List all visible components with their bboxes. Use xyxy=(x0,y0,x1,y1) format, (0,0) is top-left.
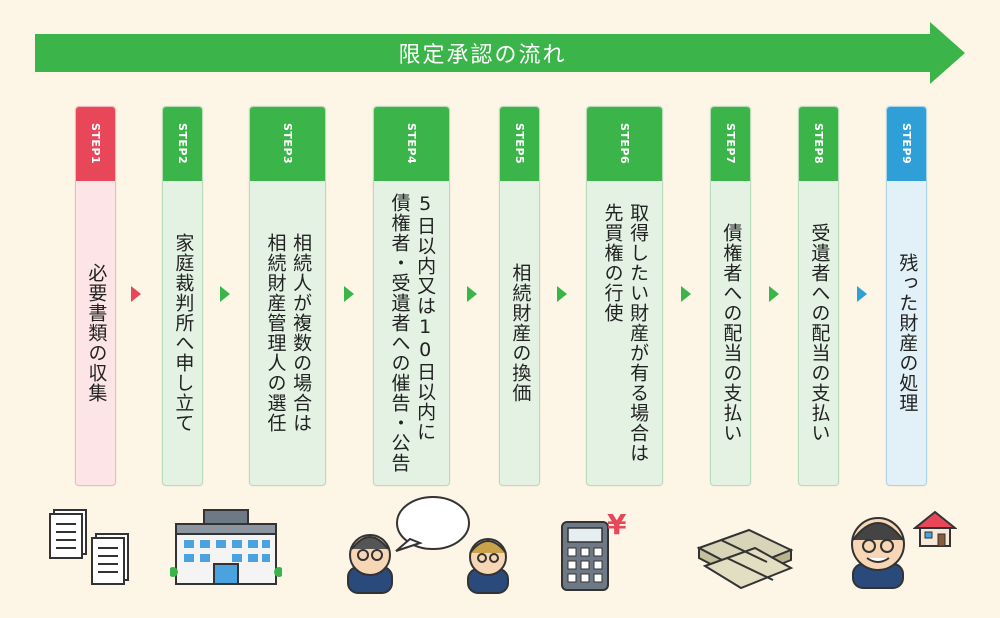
chevron-right-icon xyxy=(344,286,354,302)
step-body: 5日以内又は10日以内に 債権者・受遺者への催告・公告 xyxy=(374,181,449,485)
step-text: 5日以内又は10日以内に 債権者・受遺者への催告・公告 xyxy=(388,193,437,473)
step-header: STEP1 xyxy=(76,107,115,181)
step-label: STEP8 xyxy=(812,123,825,165)
step-text: 受遺者への配当の支払い xyxy=(808,223,831,443)
yen-icon: ¥ xyxy=(607,508,627,541)
step-label: STEP4 xyxy=(405,123,418,165)
step-text: 必要書類の収集 xyxy=(85,263,108,403)
step-label: STEP5 xyxy=(513,123,526,165)
step-body: 受遺者への配当の支払い xyxy=(799,181,838,485)
step-header: STEP4 xyxy=(374,107,449,181)
step-card-4: STEP4 5日以内又は10日以内に 債権者・受遺者への催告・公告 xyxy=(373,106,450,486)
step-card-5: STEP5 相続財産の換価 xyxy=(499,106,540,486)
elderly-man-icon xyxy=(851,517,905,589)
step-label: STEP9 xyxy=(900,123,913,165)
step-header: STEP7 xyxy=(711,107,750,181)
step-header: STEP3 xyxy=(250,107,325,181)
step-card-8: STEP8 受遺者への配当の支払い xyxy=(798,106,839,486)
step-header: STEP5 xyxy=(500,107,539,181)
step-header: STEP6 xyxy=(587,107,662,181)
step-body: 取得したい財産が有る場合は 先買権の行使 xyxy=(587,181,662,485)
documents-icon xyxy=(49,509,129,585)
banknote-bundles-icon xyxy=(696,528,794,590)
chevron-right-icon xyxy=(857,286,867,302)
step-body: 相続人が複数の場合は 相続財産管理人の選任 xyxy=(250,181,325,485)
chevron-right-icon xyxy=(131,286,141,302)
chevron-right-icon xyxy=(681,286,691,302)
conversation-icon xyxy=(347,496,509,594)
step-body: 残った財産の処理 xyxy=(887,181,926,485)
step-label: STEP7 xyxy=(724,123,737,165)
step-card-1: STEP1 必要書類の収集 xyxy=(75,106,116,486)
step-card-2: STEP2 家庭裁判所へ申し立て xyxy=(162,106,203,486)
step-body: 債権者への配当の支払い xyxy=(711,181,750,485)
chevron-right-icon xyxy=(557,286,567,302)
step-text: 相続人が複数の場合は 相続財産管理人の選任 xyxy=(264,233,313,433)
step-label: STEP2 xyxy=(176,123,189,165)
step-body: 相続財産の換価 xyxy=(500,181,539,485)
courthouse-icon xyxy=(170,509,282,585)
step-card-6: STEP6 取得したい財産が有る場合は 先買権の行使 xyxy=(586,106,663,486)
banner-arrow-icon xyxy=(35,22,965,84)
step-text: 取得したい財産が有る場合は 先買権の行使 xyxy=(601,203,650,463)
step-text: 相続財産の換価 xyxy=(509,263,532,403)
step-header: STEP2 xyxy=(163,107,202,181)
step-text: 残った財産の処理 xyxy=(896,253,919,413)
house-icon xyxy=(913,510,957,547)
step-card-9: STEP9 残った財産の処理 xyxy=(886,106,927,486)
step-label: STEP1 xyxy=(89,123,102,165)
step-label: STEP3 xyxy=(281,123,294,165)
step-card-7: STEP7 債権者への配当の支払い xyxy=(710,106,751,486)
chevron-right-icon xyxy=(220,286,230,302)
chevron-right-icon xyxy=(467,286,477,302)
step-header: STEP9 xyxy=(887,107,926,181)
step-text: 債権者への配当の支払い xyxy=(720,223,743,443)
step-text: 家庭裁判所へ申し立て xyxy=(172,233,195,433)
step-header: STEP8 xyxy=(799,107,838,181)
calculator-icon xyxy=(561,521,609,591)
chevron-right-icon xyxy=(769,286,779,302)
flow-banner: 限定承認の流れ xyxy=(0,0,1000,100)
step-label: STEP6 xyxy=(618,123,631,165)
step-body: 家庭裁判所へ申し立て xyxy=(163,181,202,485)
banner-title: 限定承認の流れ xyxy=(398,43,567,68)
step-card-3: STEP3 相続人が複数の場合は 相続財産管理人の選任 xyxy=(249,106,326,486)
step-body: 必要書類の収集 xyxy=(76,181,115,485)
